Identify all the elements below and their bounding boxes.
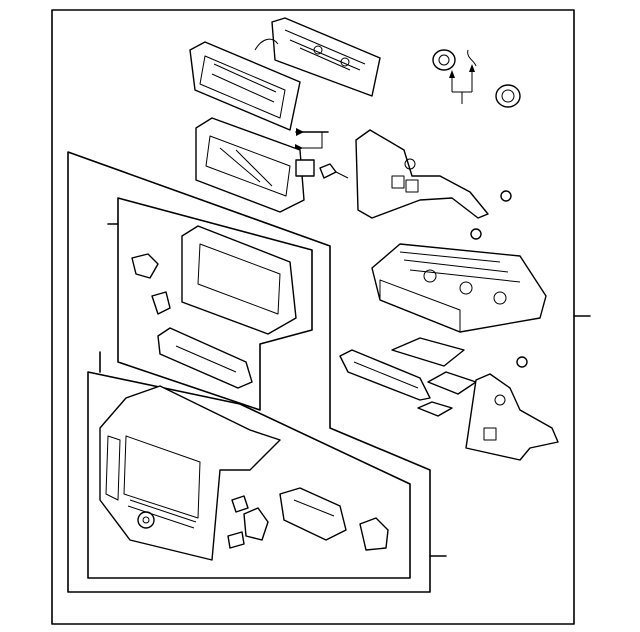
callout-leaders — [99, 64, 591, 557]
control-unit-main — [371, 243, 547, 333]
control-knobs-lower — [227, 487, 389, 551]
assembly-bracket-outline — [67, 151, 431, 593]
outer-frame — [51, 9, 575, 625]
upper-subassembly-box — [117, 197, 313, 411]
display-assembly-middle — [195, 117, 315, 213]
mounting-bracket-right — [355, 129, 489, 219]
cover-plates — [391, 337, 477, 417]
knob-pair — [432, 49, 521, 108]
switch-panel-strip — [157, 327, 253, 389]
wire-harness — [254, 38, 279, 51]
center-panel-faceplate — [99, 385, 281, 561]
mounting-bracket-lower-right — [465, 373, 559, 461]
lower-subassembly-box — [87, 371, 411, 579]
upper-cover-panel — [271, 17, 381, 97]
fastener-bolts — [319, 163, 528, 368]
small-bracket-clip — [131, 253, 171, 315]
callout-top-right — [451, 72, 473, 104]
trim-strip — [339, 349, 431, 401]
display-unit-rear — [189, 41, 301, 131]
nav-display-frame — [181, 225, 297, 335]
